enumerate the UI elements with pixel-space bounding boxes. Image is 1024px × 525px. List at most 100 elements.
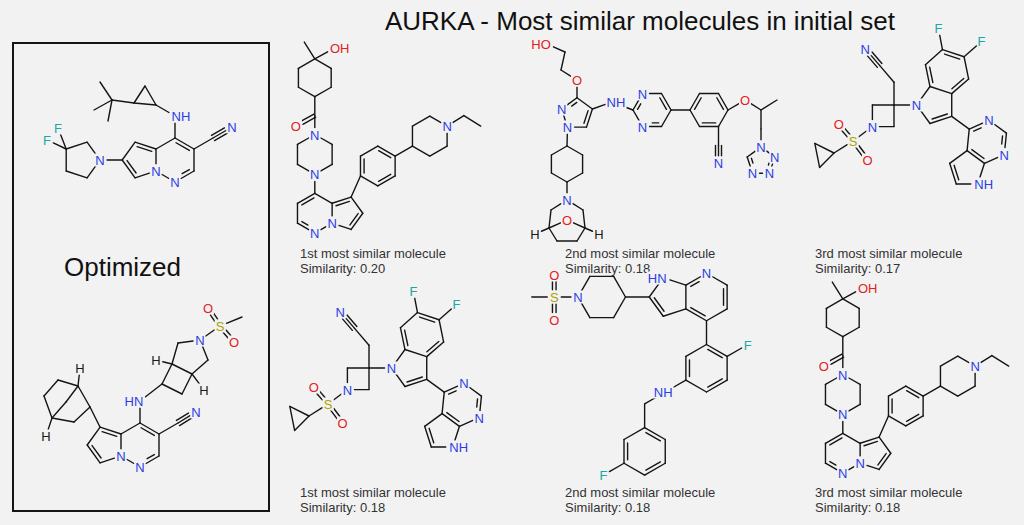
bond-line (90, 407, 100, 427)
bond-line (867, 56, 877, 67)
bond-line (339, 225, 351, 229)
bond-line (405, 350, 427, 357)
bond-line (849, 404, 860, 410)
atom-label: O (290, 120, 302, 133)
bond-line (298, 87, 314, 96)
bond-line (888, 416, 905, 426)
bond-line (685, 356, 686, 380)
bond-line (395, 146, 412, 156)
bond-line (314, 116, 315, 128)
bond-line (347, 368, 348, 383)
atom-label: OH (857, 282, 879, 295)
atom-label: O (571, 74, 583, 87)
bond-line (831, 357, 844, 364)
bond-line (1001, 136, 1003, 144)
bond-line (415, 298, 418, 312)
bond-line (121, 423, 140, 434)
bond-line (964, 46, 976, 57)
bond-line (663, 309, 686, 316)
atom-label: N (747, 167, 758, 180)
bond-line (825, 384, 826, 404)
bond-line (139, 408, 140, 423)
bond-line (958, 386, 975, 396)
bond-line (825, 378, 836, 384)
bond-line (686, 380, 707, 392)
atom-label: N (561, 194, 572, 207)
bond-line (146, 384, 162, 397)
atom-label: N (701, 267, 712, 280)
bond-line (708, 349, 722, 357)
bond-line (330, 68, 331, 87)
caption-text: 3rd most similar molecule (815, 246, 962, 261)
bond-line (396, 350, 405, 363)
bond-line (194, 138, 213, 149)
atom-label: O (561, 214, 573, 227)
bond-line (172, 343, 178, 364)
bond-line (412, 126, 413, 146)
panel-heading: Optimized (64, 252, 181, 282)
bond-line (429, 428, 434, 442)
bond-line (162, 364, 172, 384)
bond-line (368, 368, 369, 390)
bond-line (842, 356, 843, 368)
molecule-structure (53, 82, 227, 178)
bond-line (297, 203, 298, 223)
atom-label: S (848, 135, 859, 148)
bond-line (859, 384, 860, 404)
atom-label: NH (653, 386, 674, 399)
bond-line (52, 418, 74, 422)
bond-line (581, 276, 589, 291)
atom-label: N (983, 114, 994, 127)
bond-line (566, 134, 568, 146)
bond-line (430, 116, 441, 122)
bond-line (427, 342, 444, 357)
bond-line (893, 105, 894, 127)
bond-line (430, 146, 447, 156)
bond-line (87, 445, 100, 463)
bond-line (691, 308, 705, 316)
bond-line (690, 110, 700, 127)
bond-line (614, 276, 626, 297)
bond-line (843, 433, 860, 443)
atom-label: N (134, 461, 145, 474)
atom-label: F (452, 298, 462, 311)
bond-line (315, 52, 328, 59)
bond-line (182, 374, 192, 394)
bond-line (623, 440, 624, 464)
bond-line (532, 296, 548, 297)
bond-line (174, 123, 175, 138)
caption-text: Similarity: 0.18 (565, 500, 650, 515)
bond-line (751, 158, 753, 163)
bond-line (592, 104, 605, 109)
bond-line (176, 143, 189, 151)
bond-line (541, 228, 549, 231)
bond-line (295, 416, 309, 430)
bond-line (66, 386, 78, 402)
bond-line (100, 82, 112, 100)
atom-label: F (977, 35, 987, 48)
atom-label: NH (448, 440, 469, 453)
bond-line (952, 79, 969, 94)
atom-label: O (228, 336, 240, 349)
bond-line (671, 109, 690, 110)
bond-line (297, 164, 308, 170)
bond-line (685, 285, 686, 309)
bond-line (726, 285, 727, 309)
bond-line (662, 110, 672, 127)
bond-line (334, 409, 340, 417)
caption-text: Similarity: 0.18 (300, 500, 385, 515)
atom-label: H (150, 354, 161, 367)
bond-line (646, 433, 660, 441)
bond-line (649, 297, 663, 316)
bond-line (940, 366, 941, 386)
bond-line (872, 105, 873, 120)
bond-line (700, 126, 719, 127)
bond-line (420, 317, 435, 322)
bond-line (974, 128, 981, 131)
atom-label: F (53, 122, 63, 135)
bond-line (665, 440, 666, 464)
atom-label: N (190, 406, 201, 419)
bond-line (584, 111, 588, 124)
bond-line (44, 380, 58, 396)
bond-line (431, 446, 445, 447)
